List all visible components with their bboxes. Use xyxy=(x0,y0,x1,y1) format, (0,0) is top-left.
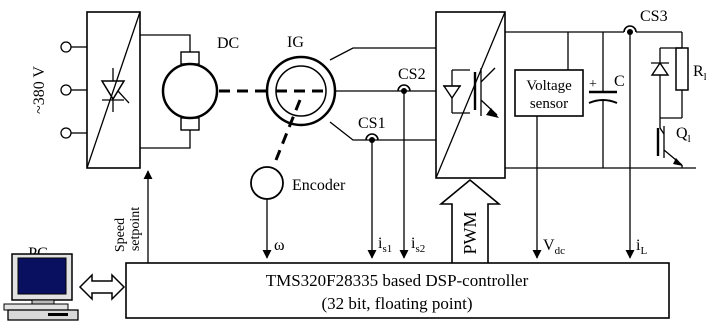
system-unit-icon xyxy=(7,309,79,321)
ig-label: IG xyxy=(287,34,304,51)
cap-plus-label: + xyxy=(589,77,597,92)
encoder-label: Encoder xyxy=(292,177,346,194)
brake-transistor: Ql xyxy=(656,118,691,168)
current-sensor-cs3: CS3 iL xyxy=(623,8,682,259)
speed-label: Speed xyxy=(113,218,128,252)
dc-link-capacitor: + C xyxy=(588,32,625,168)
capacitor-label: C xyxy=(614,73,625,90)
supply-label: ~380 V xyxy=(31,66,48,114)
induction-generator: IG xyxy=(265,34,337,127)
dc-motor: DC xyxy=(161,35,239,131)
freewheel-diode-icon xyxy=(650,61,670,76)
transistor-label: Ql xyxy=(676,125,691,145)
bidirectional-arrow-icon xyxy=(78,273,126,301)
igbt-icon xyxy=(486,108,499,118)
speed-setpoint: Speed setpoint xyxy=(113,170,153,263)
transistor-icon xyxy=(673,158,683,166)
controller-title: TMS320F28335 based DSP-controller xyxy=(266,271,529,290)
pc: PC xyxy=(3,245,79,321)
is1-label: is1 xyxy=(378,235,392,255)
is2-label: is2 xyxy=(411,235,425,255)
controller-subtitle: (32 bit, floating point) xyxy=(321,294,472,313)
phase-lines xyxy=(329,47,436,141)
keyboard-icon xyxy=(3,303,69,311)
thyristor-rectifier xyxy=(86,11,141,169)
voltage-sensor-label-2: sensor xyxy=(530,96,568,112)
omega-label: ω xyxy=(274,237,285,254)
il-label: iL xyxy=(636,237,647,257)
cs2-label: CS2 xyxy=(398,66,426,83)
setpoint-label: setpoint xyxy=(128,207,143,251)
pwm-label: PWM xyxy=(460,211,480,254)
current-sensor-cs2: CS2 is2 xyxy=(397,66,426,259)
cs1-label: CS1 xyxy=(358,115,386,132)
dc-motor-label: DC xyxy=(217,35,239,52)
voltage-sensor: Voltage sensor Vdc xyxy=(514,32,584,259)
mains-supply: ~380 V xyxy=(31,41,87,139)
load-resistor: Rl xyxy=(650,32,706,119)
voltage-sensor-label-1: Voltage xyxy=(526,78,572,94)
resistor-label: Rl xyxy=(693,63,706,83)
current-sensor-cs1: CS1 is1 xyxy=(358,115,392,259)
dsp-controller: TMS320F28335 based DSP-controller (32 bi… xyxy=(125,262,670,319)
encoder: Encoder ω xyxy=(250,166,346,259)
cs3-label: CS3 xyxy=(640,8,668,25)
vdc-label: Vdc xyxy=(543,237,565,257)
pwm-arrow: PWM xyxy=(438,178,502,263)
igbt-inverter xyxy=(435,11,506,179)
